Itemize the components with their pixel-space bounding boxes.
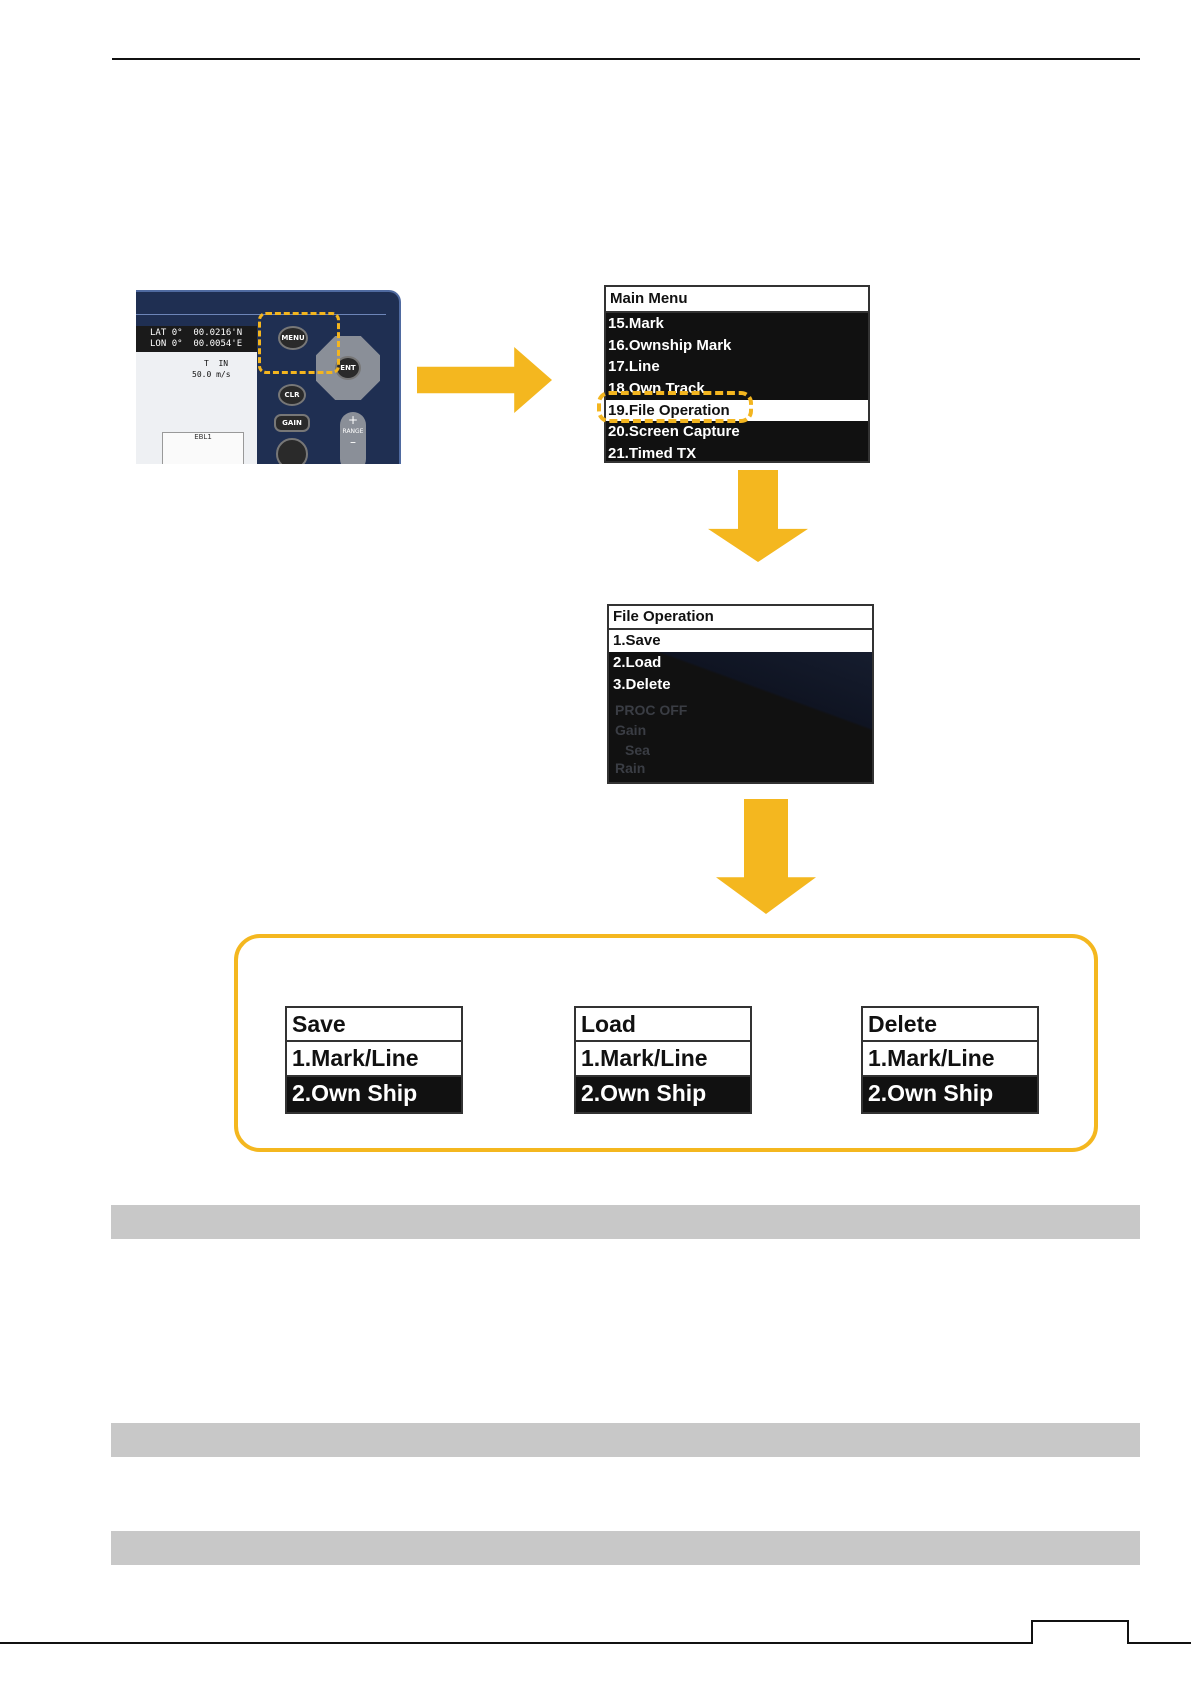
delete-own-ship-track[interactable]: 2.Own Ship Track [868, 1080, 994, 1106]
ghost-proc: PROC OFF [615, 702, 688, 718]
save-submenu: Save 1.Mark/Line 2.Own Ship Track [285, 1006, 463, 1114]
gain-key-label: GAIN [282, 419, 302, 427]
position-text: LAT 0° 00.0216'N LON 0° 00.0054'E [150, 328, 242, 350]
range-rocker[interactable]: +RANGE– [340, 412, 366, 464]
menu-item-ownship-mark[interactable]: 16.Ownship Mark [608, 336, 732, 354]
ent-key-label: ENT [340, 364, 356, 372]
clr-key-label: CLR [284, 391, 300, 399]
delete-submenu-title: Delete [863, 1008, 1037, 1042]
load-mark-line[interactable]: 1.Mark/Line [576, 1042, 750, 1077]
speed-value: 50.0 m/s [192, 370, 231, 379]
delete-mark-line[interactable]: 1.Mark/Line [863, 1042, 1037, 1077]
header-rule [112, 58, 1140, 60]
lon-label: LON [150, 339, 167, 349]
menu-key-label: MENU [281, 334, 305, 342]
file-item-delete[interactable]: 3.Delete [613, 676, 671, 693]
arrow-right-icon [417, 347, 552, 413]
menu-item-timed-tx[interactable]: 21.Timed TX [608, 445, 697, 463]
menu-item-mark[interactable]: 15.Mark [608, 315, 664, 332]
footer-rule [0, 1642, 1191, 1644]
main-menu: Main Menu 15.Mark 16.Ownship Mark 17.Lin… [604, 285, 870, 463]
radar-control-panel: LAT 0° 00.0216'N LON 0° 00.0054'E T IN 5… [136, 290, 401, 464]
menu-item-screen-capture[interactable]: 20.Screen Capture [608, 423, 740, 441]
file-operation-menu: File Operation 1.Save 2.Load 3.Delete PR… [607, 604, 874, 784]
arrow-down-icon [708, 470, 808, 562]
file-operation-highlight [597, 391, 753, 423]
speed-readout: T IN 50.0 m/s [192, 358, 231, 380]
save-mark-line[interactable]: 1.Mark/Line [287, 1042, 461, 1077]
section-bar [111, 1205, 1140, 1239]
page-number-tab [1031, 1620, 1129, 1644]
delete-submenu: Delete 1.Mark/Line 2.Own Ship Track [861, 1006, 1039, 1114]
lat-value: 0° 00.0216'N [171, 328, 243, 338]
ghost-gain: Gain [615, 722, 647, 738]
menu-item-file-operation[interactable]: 19.File Operation [606, 399, 868, 422]
load-submenu-title: Load [576, 1008, 750, 1042]
gain-knob[interactable] [276, 438, 308, 464]
menu-key[interactable]: MENU [278, 326, 308, 350]
file-options-box [234, 934, 1098, 1152]
load-submenu: Load 1.Mark/Line 2.Own Ship Track [574, 1006, 752, 1114]
save-own-ship-track[interactable]: 2.Own Ship Track [292, 1080, 418, 1106]
file-item-load[interactable]: 2.Load [613, 654, 662, 671]
save-submenu-title: Save [287, 1008, 461, 1042]
ebl-label: EBL1 [194, 433, 212, 441]
ghost-sea: Sea [625, 742, 650, 758]
lat-label: LAT [150, 328, 167, 338]
section-bar [111, 1423, 1140, 1457]
menu-key-highlight [258, 312, 340, 374]
lon-value: 0° 00.0054'E [171, 339, 243, 349]
file-item-save[interactable]: 1.Save [609, 630, 872, 652]
load-own-ship-track[interactable]: 2.Own Ship Track [581, 1080, 707, 1106]
range-label: RANGE [342, 428, 364, 435]
section-bar [111, 1531, 1140, 1565]
file-operation-title: File Operation [609, 606, 872, 630]
arrow-down-icon [716, 799, 816, 914]
clr-key[interactable]: CLR [278, 384, 306, 406]
position-readout [136, 326, 257, 352]
ghost-rain: Rain [615, 760, 646, 776]
main-menu-title: Main Menu [606, 287, 868, 313]
menu-item-line[interactable]: 17.Line [608, 358, 660, 376]
ebl-box: EBL1 [162, 432, 244, 464]
mode-indicator: T IN [204, 359, 229, 368]
gain-key[interactable]: GAIN [274, 414, 310, 432]
